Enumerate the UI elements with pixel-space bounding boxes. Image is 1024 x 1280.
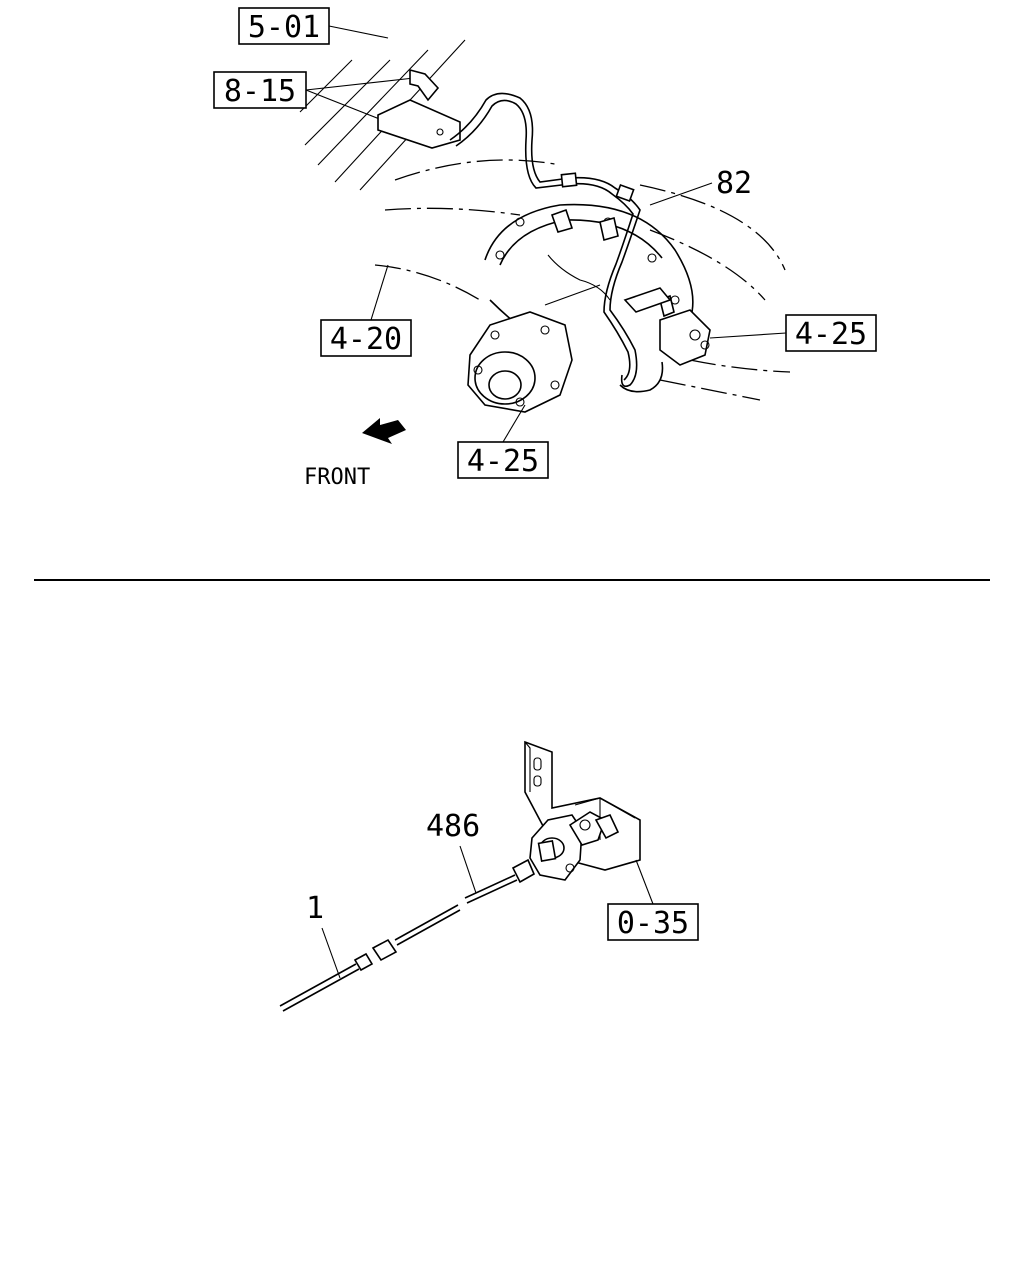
leader-4-25-right bbox=[709, 332, 787, 339]
ref-box-0-35[interactable]: 0-35 bbox=[607, 903, 699, 941]
svg-text:0-35: 0-35 bbox=[617, 906, 689, 941]
ref-box-4-20[interactable]: 4-20 bbox=[320, 319, 412, 357]
leader-82 bbox=[649, 182, 713, 206]
leader-4-20 bbox=[370, 264, 389, 321]
svg-text:4-25: 4-25 bbox=[795, 317, 867, 352]
leader-1 bbox=[321, 927, 341, 979]
axle-hub-flange bbox=[467, 311, 573, 413]
leader-0-35 bbox=[635, 859, 654, 905]
part-label-486[interactable]: 486 bbox=[426, 809, 480, 844]
svg-text:5-01: 5-01 bbox=[248, 10, 320, 45]
part-label-1[interactable]: 1 bbox=[306, 891, 324, 926]
leader-5-01 bbox=[328, 25, 389, 39]
svg-text:4-25: 4-25 bbox=[467, 444, 539, 479]
leader-486 bbox=[459, 845, 477, 894]
leader-4-25-bottom bbox=[502, 404, 526, 443]
differential-carrier bbox=[484, 203, 694, 346]
brake-pipe-82 bbox=[449, 92, 664, 393]
ref-box-4-25-bottom[interactable]: 4-25 bbox=[457, 441, 549, 479]
axle-housing-outline bbox=[374, 159, 791, 401]
height-sensor-valve bbox=[529, 811, 620, 881]
ref-box-8-15[interactable]: 8-15 bbox=[213, 71, 307, 109]
load-sensing-valve bbox=[623, 287, 711, 366]
brake-hose-bracket bbox=[377, 68, 461, 149]
wire-harness bbox=[279, 858, 536, 1012]
front-arrow-icon bbox=[362, 418, 406, 444]
svg-text:4-20: 4-20 bbox=[330, 322, 402, 357]
part-label-82[interactable]: 82 bbox=[716, 166, 752, 201]
ref-box-5-01[interactable]: 5-01 bbox=[238, 7, 330, 45]
leader-8-15-b bbox=[305, 89, 383, 121]
front-label: FRONT bbox=[304, 465, 370, 490]
bottom-diagram-group: 486 1 0-35 bbox=[279, 740, 699, 1012]
svg-text:8-15: 8-15 bbox=[224, 74, 296, 109]
top-diagram-group: 5-01 8-15 82 bbox=[213, 7, 877, 490]
leader-8-15-a bbox=[305, 77, 415, 91]
ref-box-4-25-right[interactable]: 4-25 bbox=[785, 314, 877, 352]
